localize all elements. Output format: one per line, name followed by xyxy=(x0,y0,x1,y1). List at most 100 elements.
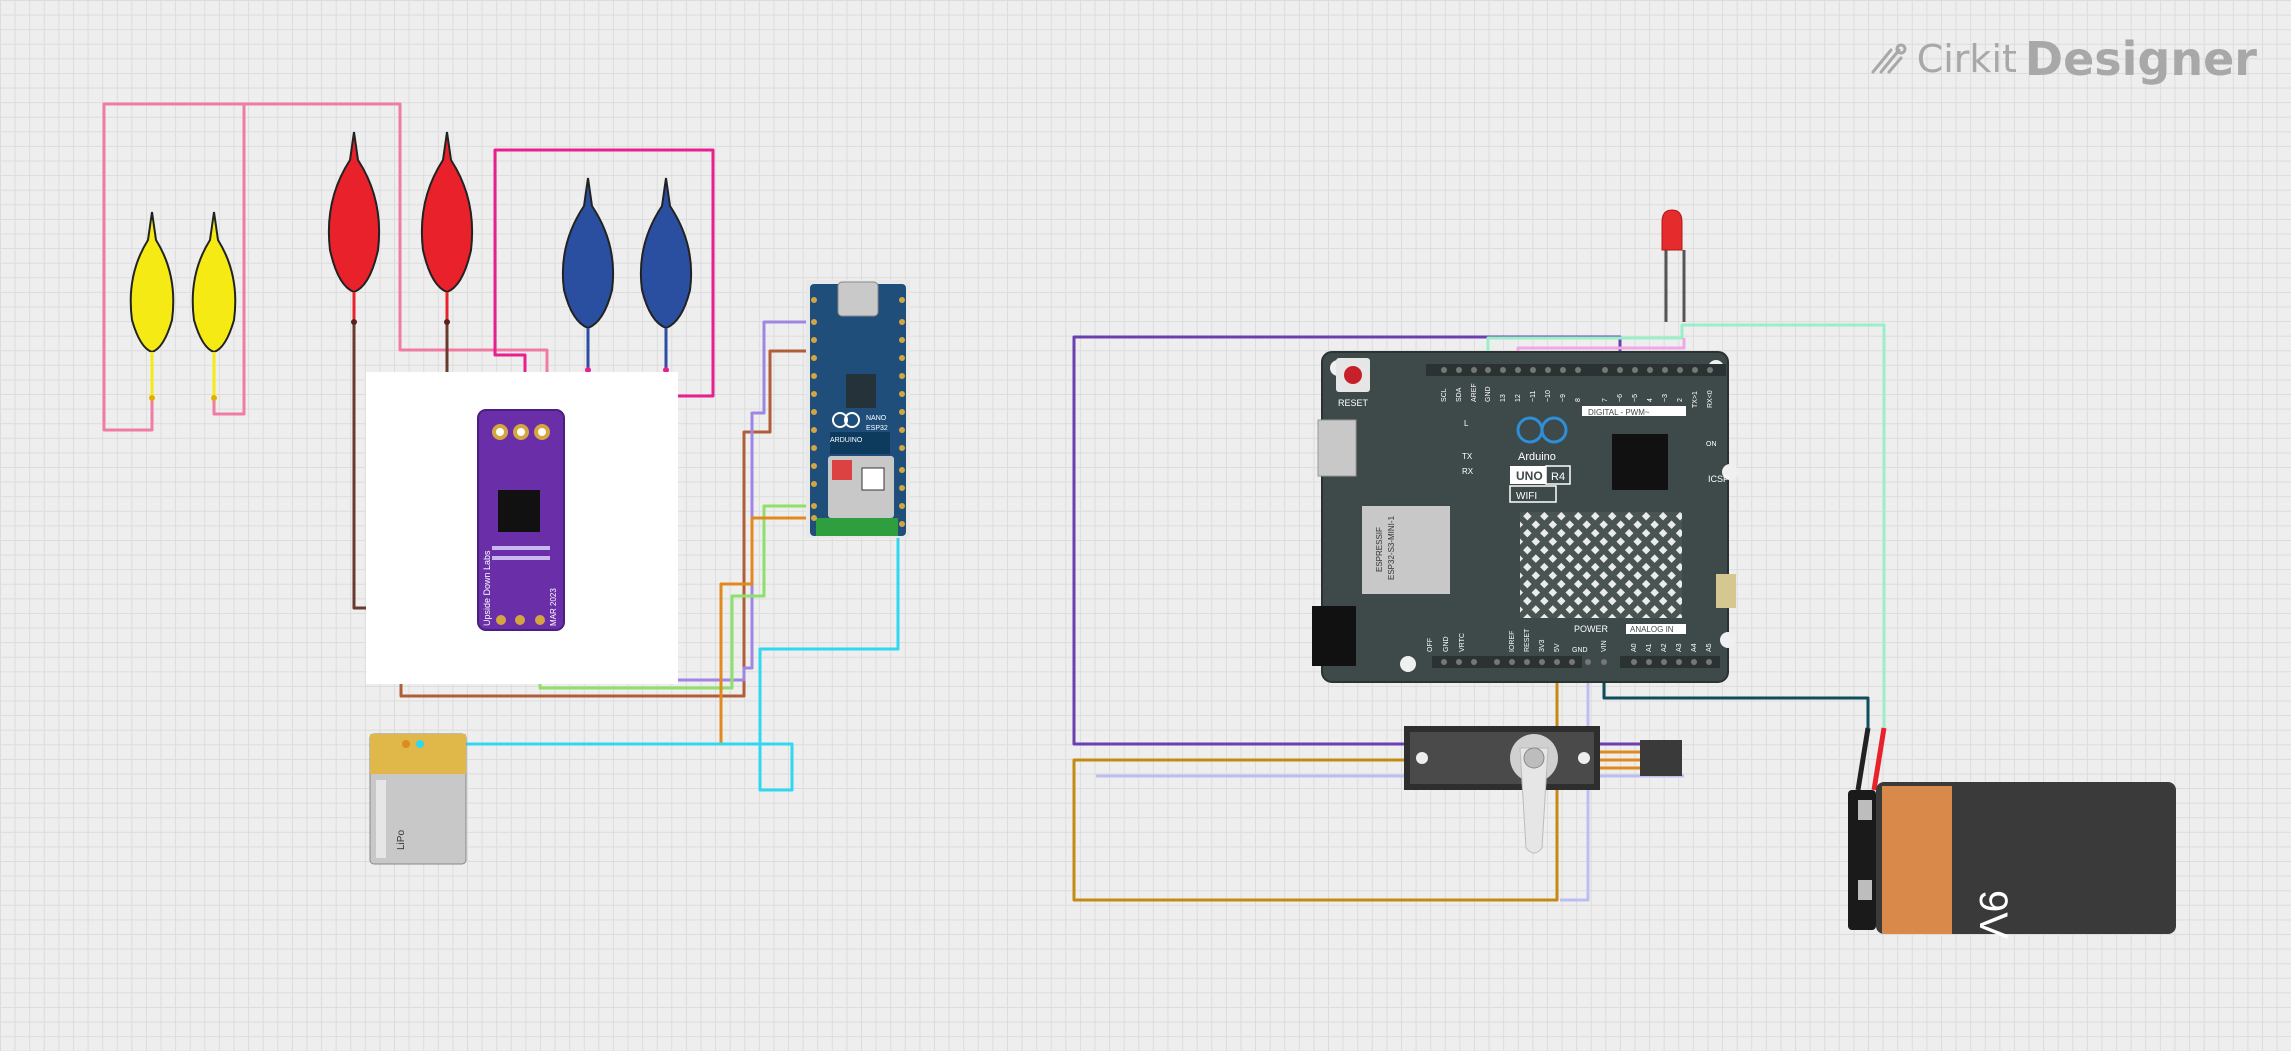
led-red[interactable] xyxy=(1661,209,1686,322)
uno-power-pins xyxy=(1441,659,1607,665)
pin-label-a5: A5 xyxy=(1706,643,1713,652)
uno-icsp-label: ICSP xyxy=(1708,474,1729,484)
uno-analog-pins xyxy=(1631,659,1712,665)
pin-label-a2: A2 xyxy=(1661,643,1668,652)
uno-model: UNO xyxy=(1516,469,1543,483)
nano-variant: ESP32 xyxy=(866,425,888,432)
uno-analog-label: ANALOG IN xyxy=(1630,625,1674,634)
arduino-nano-esp32[interactable]: ARDUINO NANO ESP32 xyxy=(806,280,910,538)
lipo-battery[interactable]: LiPo xyxy=(369,733,467,865)
pin-label-scl: SCL xyxy=(1441,388,1448,402)
uno-l-label: L xyxy=(1464,419,1469,428)
breakout-vendor: Upside Down Labs xyxy=(482,550,492,626)
uno-power-jack xyxy=(1312,606,1356,666)
uno-mcu-chip xyxy=(1612,434,1668,490)
pin-label-tx1: TX>1 xyxy=(1692,391,1699,408)
product-name: Designer xyxy=(2024,32,2257,86)
nano-usb-port xyxy=(837,281,879,317)
breakout-date: MAR 2023 xyxy=(549,588,558,626)
uno-module-name: ESP32-S3-MINI-1 xyxy=(1387,515,1396,580)
pin-label-13: 13 xyxy=(1500,394,1507,402)
uno-digital-pins xyxy=(1441,367,1713,373)
pin-label-4: 4 xyxy=(1647,398,1654,402)
nano-model: NANO xyxy=(866,415,887,422)
uno-tx-label: TX xyxy=(1462,452,1473,461)
wire-cyan[interactable] xyxy=(404,470,900,792)
nano-brand: ARDUINO xyxy=(830,437,863,444)
brand-name: Cirkit xyxy=(1916,37,2017,81)
electrode-yellow-2[interactable] xyxy=(191,211,237,401)
battery-9v-label: 9V xyxy=(1971,890,2015,939)
uno-analog-header xyxy=(1620,656,1720,668)
pin-label-aref: AREF xyxy=(1471,383,1478,402)
pin-label-5: ~5 xyxy=(1632,394,1639,402)
pin-label-3v3: 3V3 xyxy=(1539,639,1546,652)
electrode-yellow-1[interactable] xyxy=(129,211,175,401)
electrode-blue-2[interactable] xyxy=(639,177,693,373)
uno-rx-label: RX xyxy=(1462,467,1474,476)
electrodes-yellow xyxy=(129,211,237,401)
pin-label-5v: 5V xyxy=(1554,643,1561,652)
uno-power-header xyxy=(1432,656,1582,668)
pin-label-rx0: RX<0 xyxy=(1707,390,1714,408)
pin-label-6: ~6 xyxy=(1617,394,1624,402)
pin-label-gnd-p: GND xyxy=(1443,636,1450,652)
uno-analog-pin-labels: A0 A1 A2 A3 A4 A5 xyxy=(1631,643,1713,652)
arduino-uno-r4-wifi[interactable]: RESET ESPRESSIF ESP32-S3-MINI-1 Arduino … xyxy=(1312,351,1738,683)
breakout-module[interactable]: Upside Down Labs MAR 2023 xyxy=(366,372,678,684)
uno-esp-module xyxy=(1362,506,1450,594)
pin-label-gnd: GND xyxy=(1485,386,1492,402)
electrode-red-1[interactable] xyxy=(327,131,381,325)
servo-motor[interactable] xyxy=(1404,726,1682,854)
pin-label-3: ~3 xyxy=(1662,394,1669,402)
wire-gold-servo[interactable] xyxy=(1072,661,1680,902)
electrodes-blue xyxy=(561,177,693,373)
uno-digital-label: DIGITAL - PWM~ xyxy=(1588,408,1650,417)
pin-label-8: 8 xyxy=(1575,398,1582,402)
uno-top-pin-labels: SCL SDA AREF GND 13 12 ~11 ~10 ~9 8 7 ~6… xyxy=(1441,383,1714,408)
pin-label-vin: VIN xyxy=(1601,640,1608,652)
uno-power-pin-labels: OFF GND VRTC IOREF RESET 3V3 5V GND VIN xyxy=(1427,628,1608,654)
pin-label-10: ~10 xyxy=(1545,390,1552,402)
cirkit-slash-icon xyxy=(1871,43,1907,74)
uno-reset-label: RESET xyxy=(1338,398,1369,408)
pin-label-off: OFF xyxy=(1427,638,1434,652)
electrodes-red xyxy=(327,131,474,325)
pin-label-12: 12 xyxy=(1515,394,1522,402)
pin-label-gnd-2: GND xyxy=(1572,647,1588,654)
battery-9v[interactable]: 9V xyxy=(1848,727,2176,939)
pin-label-sda: SDA xyxy=(1456,387,1463,402)
pin-label-a3: A3 xyxy=(1676,643,1683,652)
uno-logo-text: Arduino xyxy=(1518,451,1556,463)
pin-label-reset: RESET xyxy=(1524,628,1531,652)
wire-pink-1[interactable] xyxy=(102,102,549,432)
uno-led-matrix xyxy=(1520,512,1682,618)
wire-pink-2[interactable] xyxy=(212,104,246,416)
pin-label-vrtc: VRTC xyxy=(1459,633,1466,652)
uno-variant: WIFI xyxy=(1516,491,1537,502)
pin-label-a1: A1 xyxy=(1646,643,1653,652)
wire-green[interactable] xyxy=(538,504,808,690)
breakout-chip xyxy=(498,490,540,532)
pin-label-9: ~9 xyxy=(1560,394,1567,402)
servo-horn[interactable] xyxy=(1519,747,1549,854)
pin-label-a4: A4 xyxy=(1691,643,1698,652)
pin-label-2: 2 xyxy=(1677,398,1684,402)
uno-on-label: ON xyxy=(1706,441,1717,448)
uno-usb-port xyxy=(1317,419,1357,477)
pin-label-7: 7 xyxy=(1602,398,1609,402)
uno-module-vendor: ESPRESSIF xyxy=(1375,527,1384,572)
nano-pins-left xyxy=(811,297,817,521)
nano-pins-right xyxy=(899,297,905,527)
pin-label-ioref: IOREF xyxy=(1509,631,1516,652)
electrode-blue-1[interactable] xyxy=(561,177,615,373)
uno-rev: R4 xyxy=(1551,471,1565,483)
lipo-label: LiPo xyxy=(396,830,407,850)
electrode-red-2[interactable] xyxy=(420,131,474,325)
pin-label-11: ~11 xyxy=(1530,391,1537,402)
wire-mint[interactable] xyxy=(1486,323,1886,728)
cirkit-designer-logo[interactable]: Cirkit Designer xyxy=(1869,32,2257,86)
uno-power-label: POWER xyxy=(1574,624,1609,634)
pin-label-a0: A0 xyxy=(1631,643,1638,652)
